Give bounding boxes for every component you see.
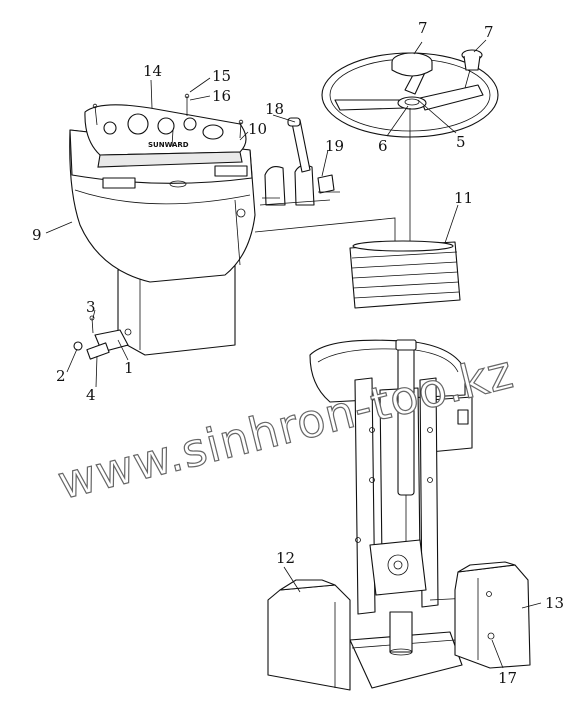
leader-lines <box>45 39 542 669</box>
instrument-console: SUNWARD <box>69 93 256 356</box>
dashboard-badge-text: SUNWARD <box>148 141 189 149</box>
callout-2: 2 <box>56 367 66 385</box>
mounting-bracket-assembly <box>73 315 132 360</box>
connector-line <box>254 217 396 250</box>
callout-12: 12 <box>276 549 295 567</box>
callout-19: 19 <box>325 137 344 155</box>
callout-6: 6 <box>378 137 388 155</box>
callout-3: 3 <box>86 298 96 316</box>
callout-15: 15 <box>212 67 231 85</box>
bellows-boot <box>349 240 461 309</box>
callout-9: 9 <box>32 226 42 244</box>
control-levers <box>259 117 340 206</box>
callout-17: 17 <box>498 669 517 687</box>
steering-column-frame <box>309 339 473 689</box>
callout-14: 14 <box>143 62 162 80</box>
callout-labels: 14 15 16 10 18 19 9 3 2 4 1 7 7 5 6 11 1… <box>32 19 564 687</box>
callout-4: 4 <box>86 386 96 404</box>
left-pedal-housing <box>267 579 351 691</box>
callout-7b: 7 <box>484 23 494 41</box>
right-pedal-housing <box>454 561 531 669</box>
callout-18: 18 <box>265 100 284 118</box>
callout-10: 10 <box>248 120 267 138</box>
callout-5: 5 <box>456 133 466 151</box>
steering-wheel <box>321 49 499 245</box>
callout-7a: 7 <box>418 19 428 37</box>
callout-16: 16 <box>212 87 231 105</box>
callout-1: 1 <box>124 359 134 377</box>
callout-11: 11 <box>454 189 473 207</box>
callout-13: 13 <box>545 594 564 612</box>
